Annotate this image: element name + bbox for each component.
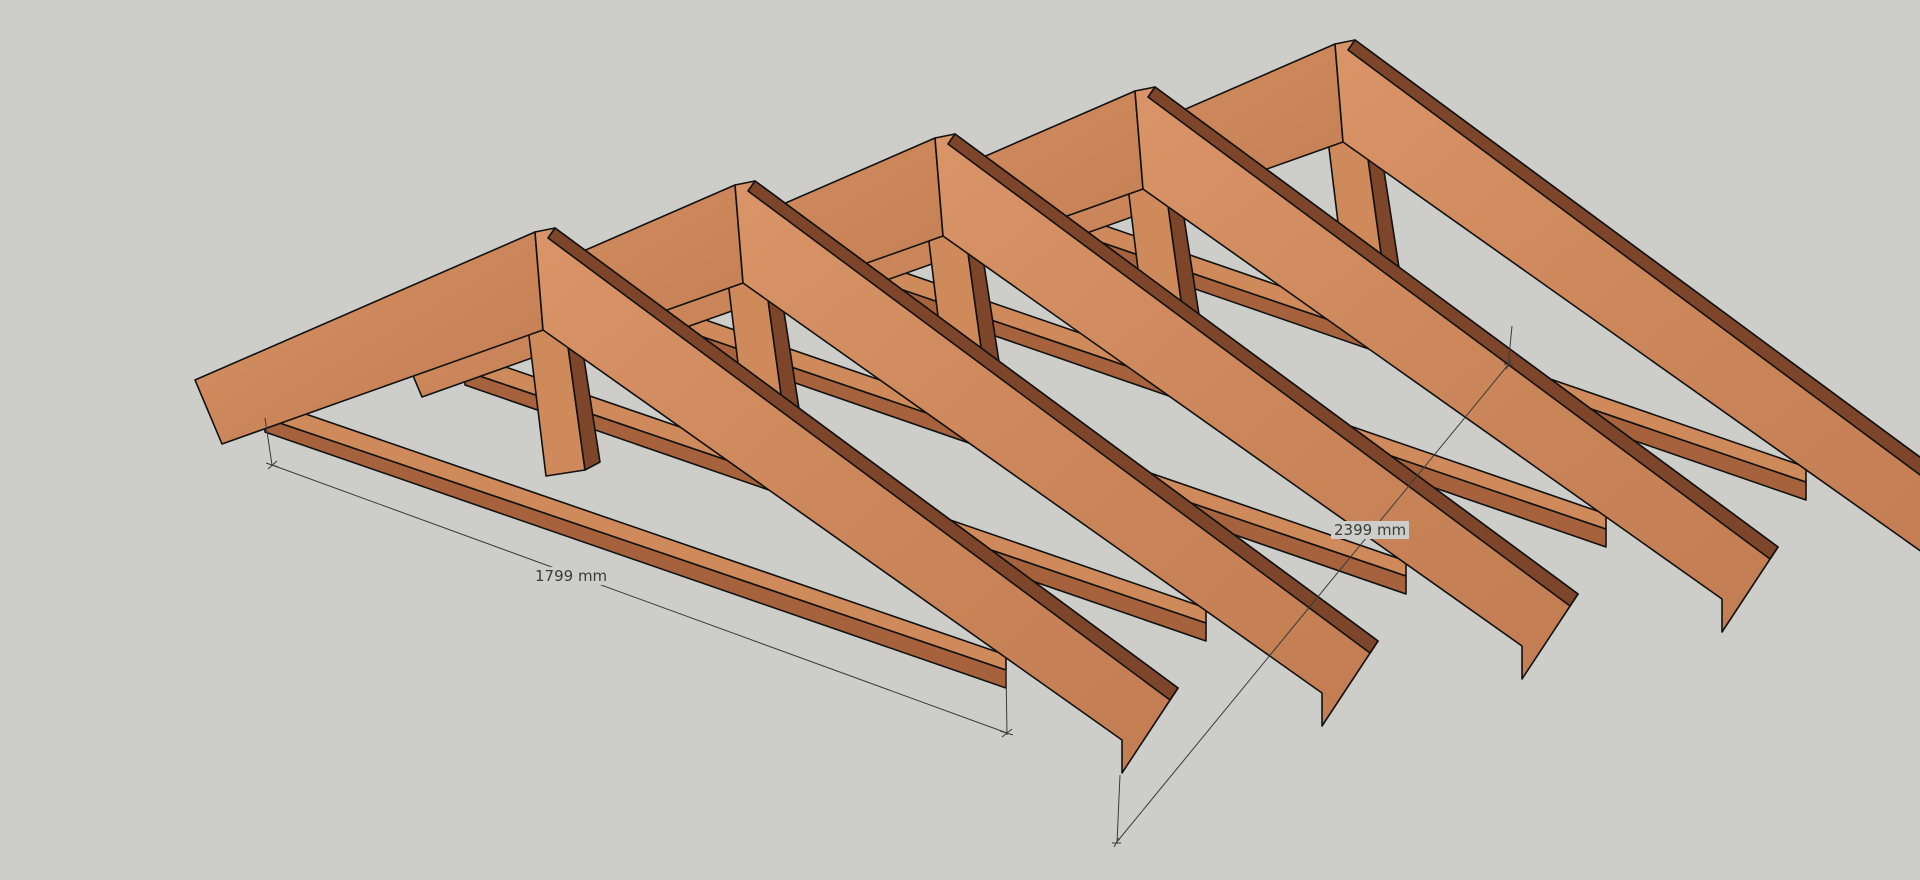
depth-extension-front	[1116, 774, 1121, 844]
width-tick-right	[999, 728, 1014, 738]
width-dimension-line	[271, 464, 1008, 734]
width-extension-right	[1005, 669, 1008, 736]
width-tick-left	[265, 460, 279, 470]
depth-tick-back	[1503, 359, 1514, 370]
truss-5-right-rafter-side	[547, 227, 1179, 701]
truss-3-right-rafter-side	[947, 133, 1579, 607]
dimension-lines	[264, 325, 1514, 848]
truss-1-right-rafter-side	[1347, 39, 1920, 476]
depth-extension-back	[1507, 325, 1513, 368]
depth-dimension-line	[1115, 364, 1509, 844]
truss-5-left-rafter	[194, 231, 544, 445]
truss-2-right-rafter-side	[1147, 86, 1779, 560]
truss-4-right-rafter-side	[747, 180, 1379, 654]
width-dimension-label: 1799 mm	[532, 567, 611, 585]
depth-tick-front	[1112, 837, 1121, 848]
depth-dimension-label: 2399 mm	[1331, 521, 1410, 539]
width-extension-left	[264, 417, 273, 466]
